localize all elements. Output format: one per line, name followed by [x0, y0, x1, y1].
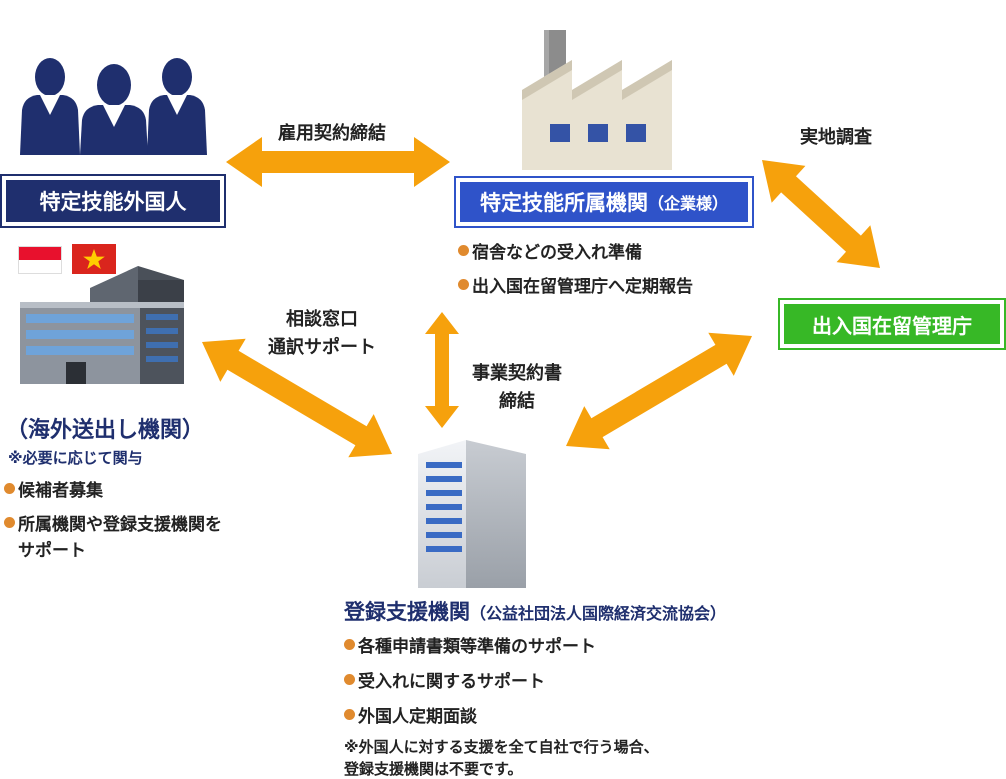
- bullet-text: 外国人定期面談: [358, 707, 477, 727]
- support-org-title-main: 登録支援機関: [344, 600, 470, 624]
- support-org-title: 登録支援機関（公益社団法人国際経済交流協会）: [344, 596, 726, 626]
- bullet-dot: [344, 709, 355, 720]
- business-contract-label: 事業契約書 締結: [462, 360, 572, 416]
- office-tower-icon: [418, 440, 526, 588]
- immigration-label: 出入国在留管理庁: [812, 313, 972, 338]
- office-building-icon: [20, 266, 184, 384]
- consultation-label: 相談窓口 通訳サポート: [262, 306, 382, 362]
- bullet-text: 所属機関や登録支援機関を: [18, 515, 222, 535]
- company-bullet: 出入国在留管理庁へ定期報告: [458, 272, 693, 297]
- bullet-dot: [344, 639, 355, 650]
- people-icon: [20, 58, 207, 155]
- consultation-label-line: 相談窓口: [286, 309, 358, 330]
- business-contract-arrow: [425, 312, 459, 428]
- bullet-text: 受入れに関するサポート: [358, 672, 545, 692]
- bullet-dot: [344, 674, 355, 685]
- overseas-bullet-continued: サポート: [18, 536, 86, 561]
- bullet-dot: [458, 279, 469, 290]
- company-sublabel: （企業様）: [647, 194, 728, 213]
- business-contract-label-line: 事業契約書: [472, 363, 562, 384]
- overseas-agency-note: ※必要に応じて関与: [8, 449, 143, 467]
- bullet-text: 各種申請書類等準備のサポート: [358, 637, 596, 657]
- support-org-note-line: ※外国人に対する支援を全て自社で行う場合、: [344, 738, 659, 756]
- employment-contract-label: 雇用契約締結: [278, 123, 386, 144]
- overseas-bullet: 所属機関や登録支援機関を: [4, 510, 222, 535]
- immigration-box: 出入国在留管理庁: [778, 298, 1006, 350]
- support-bullet: 外国人定期面談: [344, 702, 477, 727]
- consultation-arrow: [202, 338, 393, 458]
- overseas-agency-title: （海外送出し機関）: [6, 418, 205, 443]
- company-box: 特定技能所属機関 （企業様）: [454, 176, 754, 228]
- consultation-label-line: 通訳サポート: [268, 337, 376, 358]
- bullet-dot: [458, 245, 469, 256]
- bullet-text: サポート: [18, 541, 86, 561]
- support-org-title-sub: （公益社団法人国際経済交流協会）: [470, 604, 727, 623]
- company-bullet: 宿舎などの受入れ準備: [458, 238, 642, 263]
- inspection-arrow: [762, 160, 880, 268]
- business-contract-label-line: 締結: [499, 391, 535, 412]
- inspection-label: 実地調査: [800, 127, 872, 148]
- employment-arrow: [226, 137, 450, 187]
- bullet-dot: [4, 517, 15, 528]
- factory-icon: [522, 30, 672, 170]
- bullet-text: 候補者募集: [18, 481, 103, 501]
- bullet-text: 宿舎などの受入れ準備: [472, 243, 642, 263]
- support-bullet: 受入れに関するサポート: [344, 667, 545, 692]
- indonesia-flag-icon: [18, 246, 62, 274]
- foreign-worker-label: 特定技能外国人: [39, 190, 187, 214]
- support-immigration-arrow: [566, 332, 753, 450]
- bullet-dot: [4, 483, 15, 494]
- vietnam-flag-icon: [72, 244, 116, 274]
- company-label: 特定技能所属機関: [479, 191, 648, 215]
- bullet-text: 出入国在留管理庁へ定期報告: [472, 277, 693, 297]
- support-org-note-line: 登録支援機関は不要です。: [344, 760, 523, 778]
- support-bullet: 各種申請書類等準備のサポート: [344, 632, 596, 657]
- overseas-bullet: 候補者募集: [4, 476, 103, 501]
- foreign-worker-box: 特定技能外国人: [0, 174, 226, 228]
